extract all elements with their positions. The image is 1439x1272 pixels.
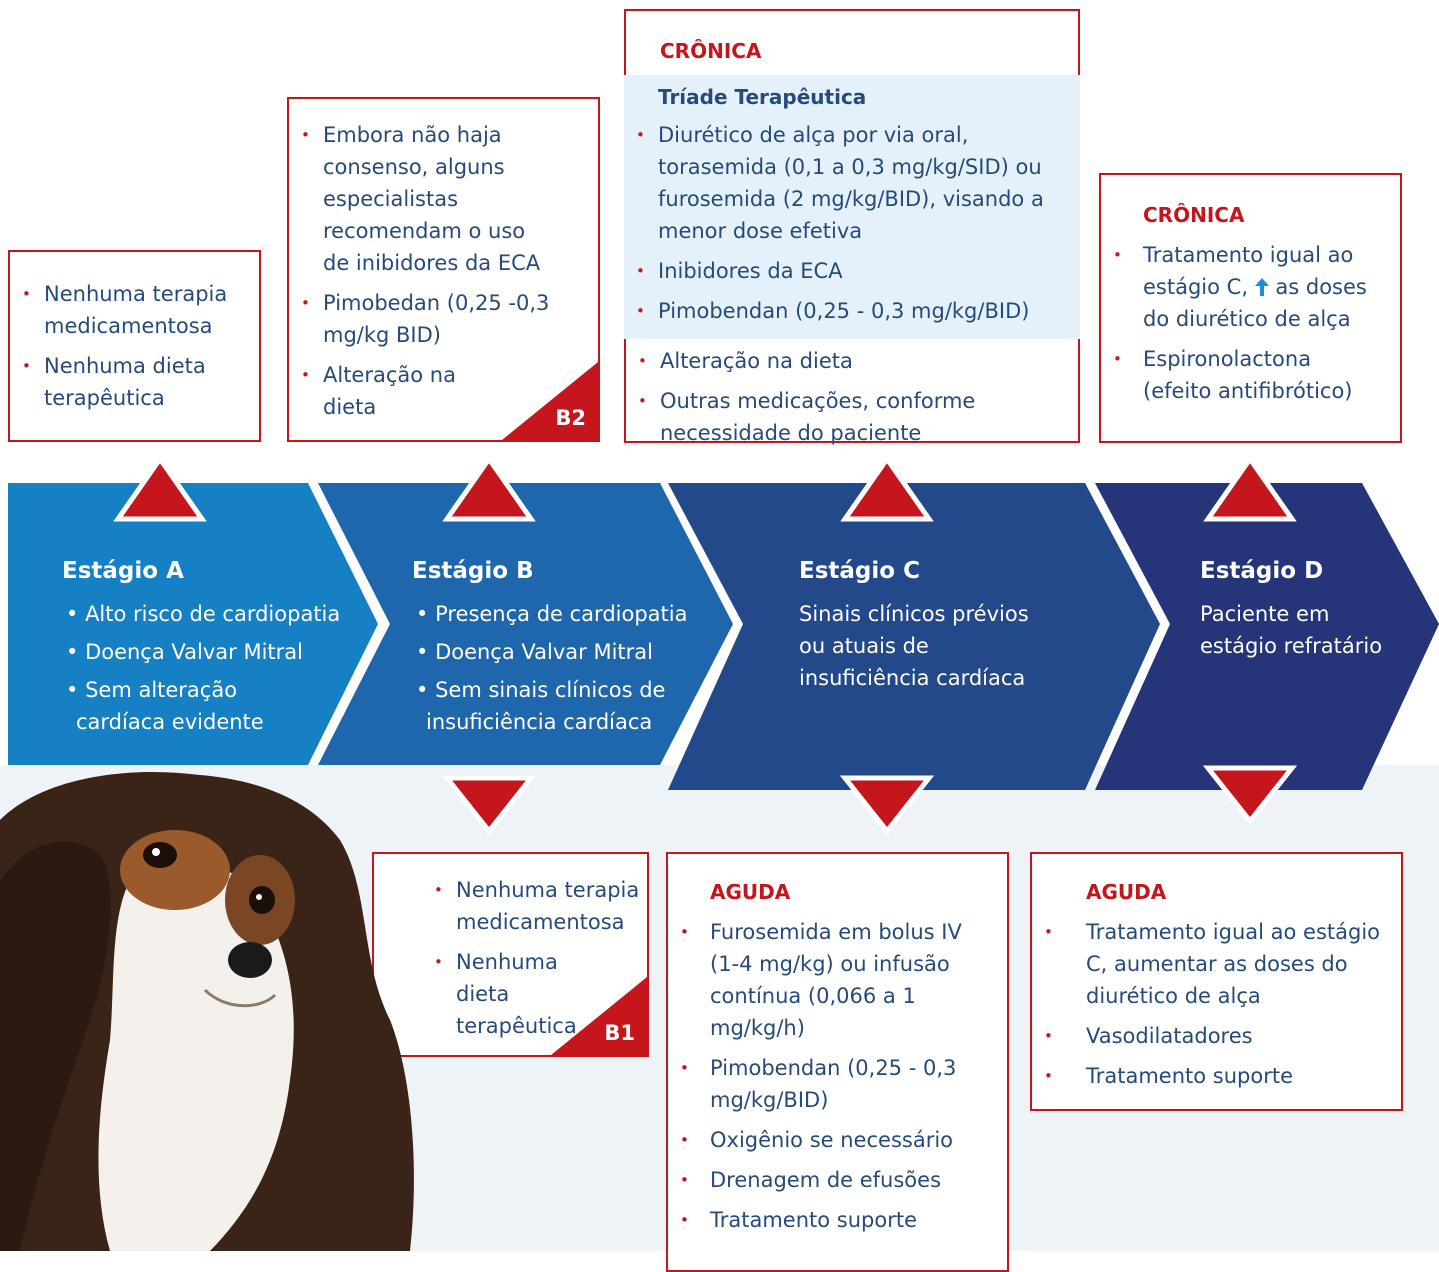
b2-label: B2 (555, 406, 586, 430)
stage-d-chronic-box: CRÔNICA Tratamento igual ao estágio C, a… (1099, 173, 1402, 443)
list-item: Pimobendan (0,25 - 0,3 mg/kg/BID) (624, 295, 1060, 327)
stage-a-title: Estágio A (62, 558, 184, 584)
stage-c-chronic-box: CRÔNICA Tríade Terapêutica Diurético de … (624, 9, 1080, 445)
stage-a-item: • Alto risco de cardiopatia (66, 602, 341, 626)
list-item: Oxigênio se necessário (668, 1124, 985, 1156)
list-item: Furosemida em bolus IV (1-4 mg/kg) ou in… (668, 916, 985, 1044)
therapeutic-triad: Tríade Terapêutica Diurético de alça por… (624, 75, 1080, 339)
up-triangle-c (840, 454, 934, 522)
stage-d-description: Paciente em estágio refratário (1200, 602, 1383, 658)
list-item: Alteração na dieta (626, 345, 1018, 377)
arrow-stage-d (1095, 483, 1439, 790)
stage-b-title: Estágio B (412, 558, 534, 584)
stage-a-treatment-box: Nenhuma terapia medicamentosa Nenhuma di… (8, 250, 261, 442)
list-item: Espironolactona (efeito antifibrótico) (1101, 343, 1384, 407)
list-item: Nenhuma dieta terapêutica (422, 946, 606, 1042)
triad-subheading: Tríade Terapêutica (658, 85, 867, 109)
list-item: Inibidores da ECA (624, 255, 1060, 287)
list-item: Alteração na dieta (289, 359, 483, 423)
up-triangle-d (1203, 454, 1297, 522)
stage-c-title: Estágio C (799, 558, 920, 584)
down-triangle-c (839, 775, 935, 836)
list-item: Diurético de alça por via oral, torasemi… (624, 119, 1060, 247)
list-item: Embora não haja consenso, alguns especia… (289, 119, 558, 279)
list-item: Nenhuma terapia medicamentosa (10, 278, 259, 342)
down-triangle-d (1202, 765, 1298, 826)
b1-label: B1 (604, 1021, 635, 1045)
acute-heading: AGUDA (1086, 880, 1167, 904)
stage-c-description: Sinais clínicos prévios ou atuais de ins… (799, 602, 1029, 690)
stage-b: Estágio B • Presença de cardiopatia • Do… (412, 556, 712, 744)
list-item: Nenhuma terapia medicamentosa (422, 874, 647, 938)
stage-c: Estágio C Sinais clínicos prévios ou atu… (799, 556, 1059, 694)
stage-a-item: • Sem alteração cardíaca evidente (66, 678, 264, 734)
chronic-heading: CRÔNICA (1143, 203, 1245, 227)
up-triangle-b (442, 454, 536, 522)
arrow-stage-b (318, 483, 733, 765)
stage-d-acute-box: AGUDA Tratamento igual ao estágio C, aum… (1030, 852, 1403, 1111)
stage-d: Estágio D Paciente em estágio refratário (1200, 556, 1400, 662)
stage-b1-treatment-box: Nenhuma terapia medicamentosa Nenhuma di… (372, 852, 649, 1057)
list-item: Pimobendan (0,25 - 0,3 mg/kg/BID) (668, 1052, 985, 1116)
list-item: Vasodilatadores (1032, 1020, 1381, 1052)
stage-a-item: • Doença Valvar Mitral (66, 640, 303, 664)
stage-b-item: • Sem sinais clínicos de insuficiência c… (416, 678, 666, 734)
list-item: Tratamento igual ao estágio C, aumentar … (1032, 916, 1381, 1012)
down-triangle-b (441, 775, 537, 836)
acute-heading: AGUDA (710, 880, 791, 904)
list-item: Pimobedan (0,25 -0,3 mg/kg BID) (289, 287, 558, 351)
list-item: Tratamento suporte (1032, 1060, 1381, 1092)
list-item: Tratamento igual ao estágio C, as doses … (1101, 239, 1384, 335)
chronic-heading: CRÔNICA (660, 39, 762, 63)
arrow-stage-a (8, 483, 378, 765)
stage-b2-treatment-box: Embora não haja consenso, alguns especia… (287, 97, 600, 442)
list-item: Outras medicações, conforme necessidade … (626, 385, 1018, 449)
cavalier-dog-illustration (0, 772, 414, 1251)
b1-corner-badge: B1 (551, 977, 647, 1055)
stage-b-item: • Presença de cardiopatia (416, 602, 688, 626)
arrow-stage-c (668, 483, 1160, 790)
up-triangle-a (113, 454, 207, 522)
stage-a: Estágio A • Alto risco de cardiopatia • … (62, 556, 362, 744)
stage-d-title: Estágio D (1200, 558, 1324, 584)
stage-b-item: • Doença Valvar Mitral (416, 640, 653, 664)
list-item: Nenhuma dieta terapêutica (10, 350, 259, 414)
stage-c-acute-box: AGUDA Furosemida em bolus IV (1-4 mg/kg)… (666, 852, 1009, 1272)
list-item: Drenagem de efusões (668, 1164, 985, 1196)
list-item: Tratamento suporte (668, 1204, 985, 1236)
arrow-up-icon (1254, 278, 1269, 296)
b2-corner-badge: B2 (502, 362, 598, 440)
